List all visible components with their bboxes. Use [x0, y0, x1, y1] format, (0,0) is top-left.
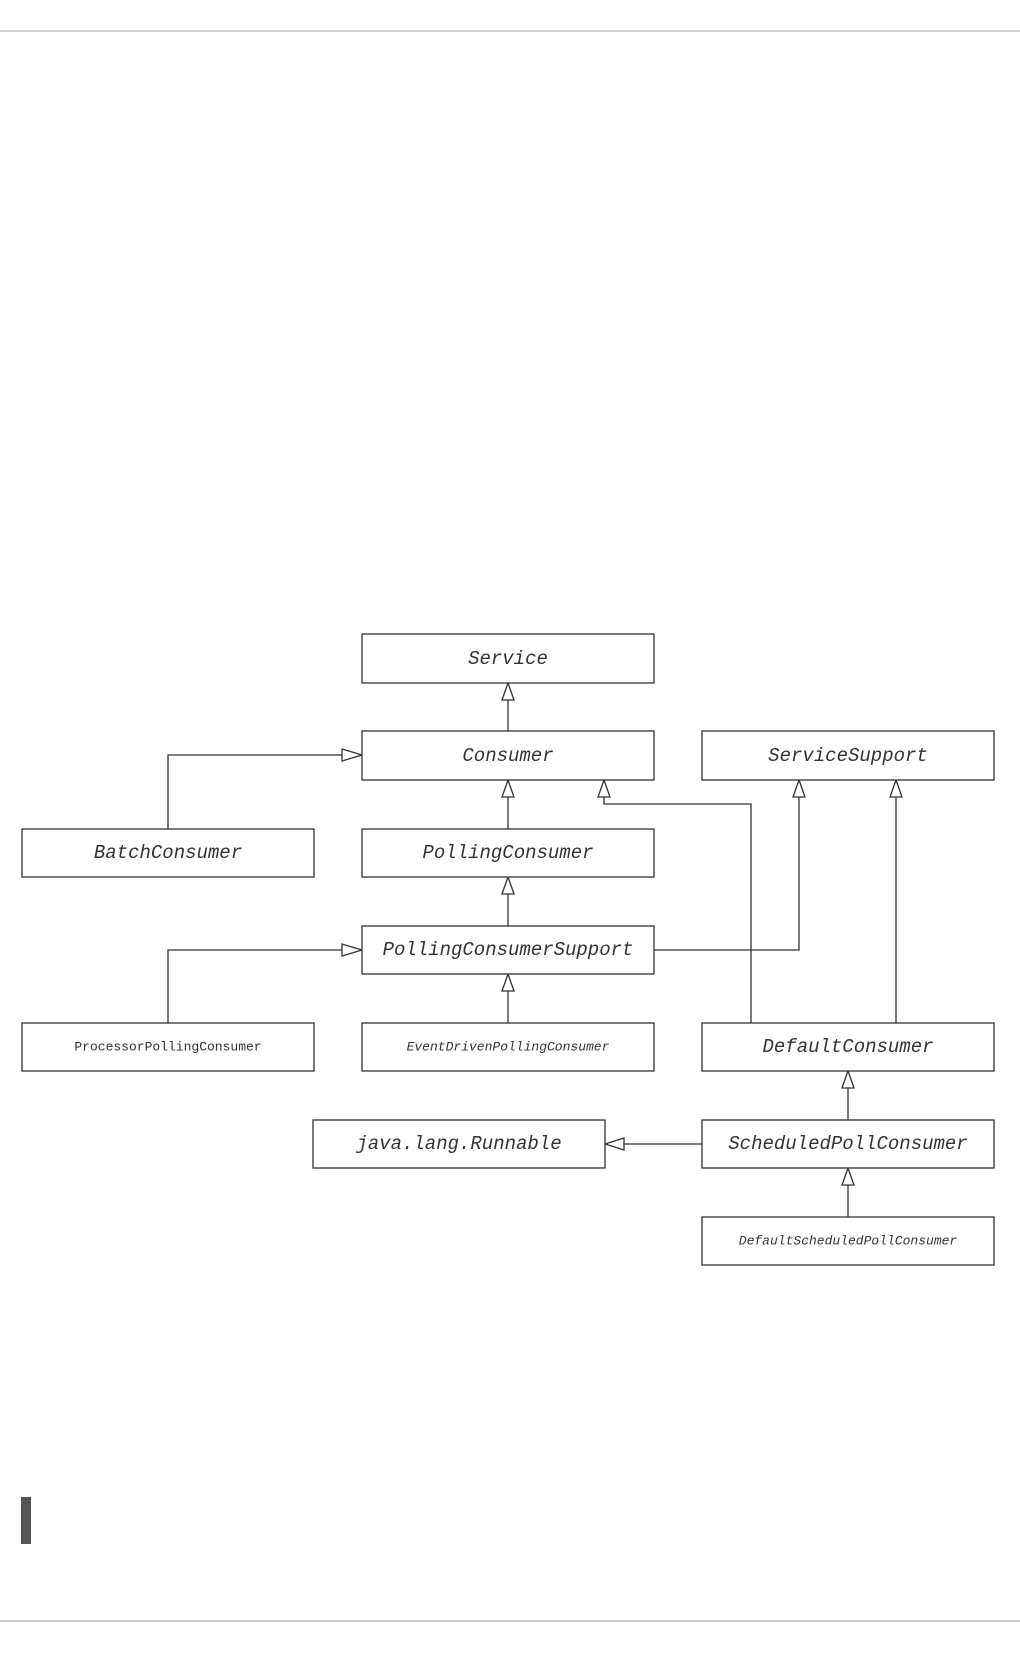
arrowhead-left-icon	[602, 1137, 625, 1151]
node-default-consumer-label: DefaultConsumer	[762, 1036, 933, 1058]
node-service-label: Service	[468, 648, 548, 670]
node-scheduled-poll-consumer-label: ScheduledPollConsumer	[728, 1133, 967, 1155]
arrowhead-up-icon	[841, 1069, 855, 1089]
node-java-lang-runnable: java.lang.Runnable	[312, 1119, 606, 1169]
edge-processorpollingconsumer-pollingconsumersupport	[167, 949, 342, 1023]
inheritance-arrowheads	[341, 681, 903, 1186]
arrowhead-right-icon	[341, 748, 365, 762]
arrowhead-up-icon	[792, 778, 806, 798]
edge-defaultconsumer-consumer	[603, 796, 752, 1023]
inheritance-edges	[167, 699, 897, 1217]
arrowhead-right-icon	[341, 943, 365, 957]
node-polling-consumer-label: PollingConsumer	[422, 842, 593, 864]
arrowhead-up-icon	[501, 972, 515, 992]
node-service-support: ServiceSupport	[701, 730, 995, 781]
arrowhead-up-icon	[889, 778, 903, 798]
node-polling-consumer-support-label: PollingConsumerSupport	[383, 939, 634, 961]
bottom-divider	[0, 1620, 1020, 1622]
node-event-driven-polling-consumer-label: EventDrivenPollingConsumer	[407, 1040, 610, 1055]
arrowhead-up-icon	[501, 778, 515, 798]
node-processor-polling-consumer-label: ProcessorPollingConsumer	[74, 1040, 261, 1055]
node-default-scheduled-poll-consumer-label: DefaultScheduledPollConsumer	[739, 1234, 958, 1249]
edge-batchconsumer-consumer	[167, 754, 342, 829]
node-processor-polling-consumer: ProcessorPollingConsumer	[21, 1022, 315, 1072]
node-service: Service	[361, 633, 655, 684]
edge-pollingconsumersupport-servicesupport	[654, 796, 800, 951]
arrowhead-up-icon	[841, 1166, 855, 1186]
node-default-scheduled-poll-consumer: DefaultScheduledPollConsumer	[701, 1216, 995, 1266]
top-divider	[0, 30, 1020, 32]
node-consumer-label: Consumer	[462, 745, 553, 767]
node-polling-consumer: PollingConsumer	[361, 828, 655, 878]
node-service-support-label: ServiceSupport	[768, 745, 928, 767]
node-polling-consumer-support: PollingConsumerSupport	[361, 925, 655, 975]
node-default-consumer: DefaultConsumer	[701, 1022, 995, 1072]
arrowhead-up-icon	[597, 778, 611, 798]
node-java-lang-runnable-label: java.lang.Runnable	[355, 1133, 561, 1155]
node-event-driven-polling-consumer: EventDrivenPollingConsumer	[361, 1022, 655, 1072]
node-batch-consumer: BatchConsumer	[21, 828, 315, 878]
node-scheduled-poll-consumer: ScheduledPollConsumer	[701, 1119, 995, 1169]
arrowhead-up-icon	[501, 681, 515, 701]
node-consumer: Consumer	[361, 730, 655, 781]
side-marker-bar	[21, 1497, 31, 1544]
node-batch-consumer-label: BatchConsumer	[94, 842, 242, 864]
arrowhead-up-icon	[501, 875, 515, 895]
